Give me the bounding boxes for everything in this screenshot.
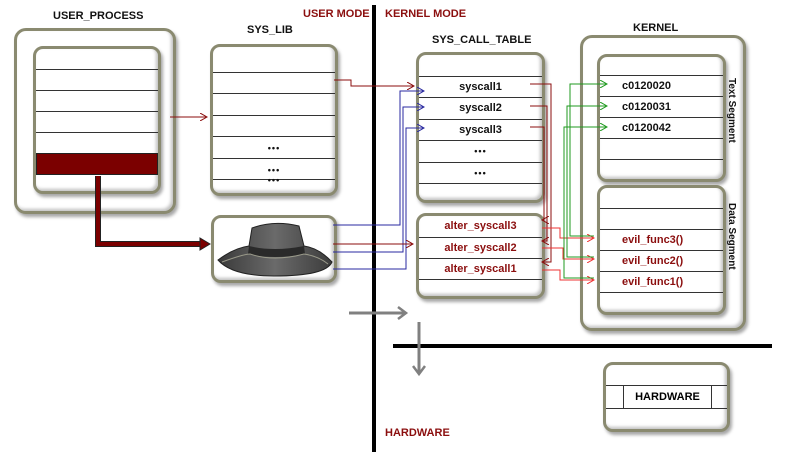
data-segment-box: evil_func3() evil_func2() evil_func1() xyxy=(597,185,726,315)
data-segment-row[interactable]: evil_func3() xyxy=(600,229,723,251)
hat-icon xyxy=(217,222,333,277)
alter-syscall-box: alter_syscall3 alter_syscall2 alter_sysc… xyxy=(416,213,545,299)
text-segment-row[interactable]: c0120031 xyxy=(600,96,723,118)
user-process-stack xyxy=(33,46,161,194)
user-process-active-row[interactable] xyxy=(36,153,158,175)
sys-lib-row: ••• xyxy=(213,176,335,193)
sys-call-table-row: ••• xyxy=(419,162,542,184)
data-segment-row xyxy=(600,292,723,309)
user-process-row xyxy=(36,132,158,154)
alter-syscall-row[interactable]: alter_syscall1 xyxy=(419,258,542,280)
hardware-label: HARDWARE xyxy=(623,386,712,408)
sys-lib-title: SYS_LIB xyxy=(247,24,293,36)
hook-syscall1-arrow xyxy=(333,91,424,226)
data-segment-row[interactable]: evil_func2() xyxy=(600,250,723,272)
data-segment-label: Data Segment xyxy=(726,203,737,270)
hook-syscall2-arrow xyxy=(333,107,424,253)
sys-lib-row xyxy=(213,93,335,115)
sys-call-table-row[interactable]: syscall1 xyxy=(419,76,542,98)
alter-syscall-row xyxy=(419,279,542,294)
hook-syscall3-arrow xyxy=(333,128,424,270)
sys-call-table-row[interactable]: syscall2 xyxy=(419,97,542,119)
sys-call-table-row xyxy=(419,183,542,196)
sys-call-table-title: SYS_CALL_TABLE xyxy=(432,34,532,46)
data-segment-row[interactable]: evil_func1() xyxy=(600,271,723,293)
kernel-hardware-divider xyxy=(393,344,772,348)
user-kernel-divider xyxy=(372,5,376,452)
sys-call-table-box: syscall1 syscall2 syscall3 ••• ••• xyxy=(416,52,545,203)
sys-lib-row: ••• xyxy=(213,136,335,158)
alter-syscall-row[interactable]: alter_syscall3 xyxy=(444,220,517,232)
sys-lib-row: ••• xyxy=(213,158,335,180)
user-mode-label: USER MODE xyxy=(303,8,370,20)
user-process-row xyxy=(36,111,158,133)
text-segment-row[interactable]: c0120020 xyxy=(600,75,723,97)
sys-lib-row xyxy=(213,115,335,137)
rootkit-box[interactable] xyxy=(211,215,337,283)
text-segment-row[interactable]: c0120042 xyxy=(600,117,723,139)
user-process-row xyxy=(36,90,158,112)
sys-lib-box: ••• ••• ••• xyxy=(210,44,338,196)
kernel-mode-label: KERNEL MODE xyxy=(385,8,467,20)
hardware-mode-label: HARDWARE xyxy=(385,427,450,439)
hardware-row: HARDWARE xyxy=(606,385,727,409)
text-segment-row xyxy=(600,138,723,160)
text-segment-label: Text Segment xyxy=(726,78,737,143)
hardware-box: HARDWARE xyxy=(603,362,730,432)
sys-lib-row xyxy=(213,72,335,94)
text-segment-row xyxy=(600,159,723,176)
user-process-row xyxy=(36,69,158,91)
data-segment-row xyxy=(600,208,723,230)
alter-syscall-row[interactable]: alter_syscall2 xyxy=(419,237,542,259)
kernel-title: KERNEL xyxy=(633,22,679,34)
text-segment-box: c0120020 c0120031 c0120042 xyxy=(597,54,726,182)
sys-call-table-row: ••• xyxy=(419,140,542,162)
user-process-title: USER_PROCESS xyxy=(53,10,144,22)
sys-call-table-row[interactable]: syscall3 xyxy=(419,119,542,141)
